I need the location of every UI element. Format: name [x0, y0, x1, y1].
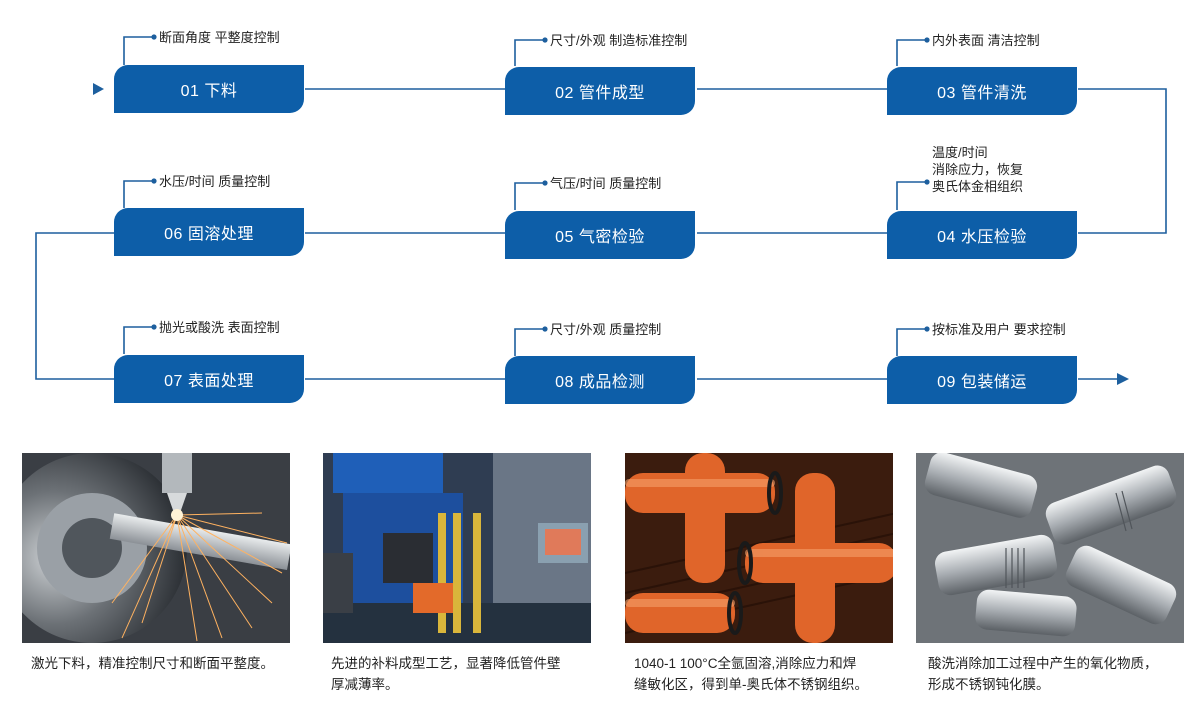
caption-forming: 先进的补料成型工艺，显著降低管件壁 厚减薄率。	[331, 653, 616, 695]
step-03-note: 内外表面 清洁控制	[932, 33, 1040, 48]
note-line: 奥氏体金相组织	[932, 179, 1024, 194]
caption-line: 酸洗消除加工过程中产生的氧化物质，	[928, 656, 1158, 671]
step-05-note: 气压/时间 质量控制	[550, 176, 662, 191]
step-label: 05 气密检验	[555, 229, 645, 246]
flow-connectors	[35, 34, 1167, 385]
step-label: 06 固溶处理	[164, 226, 254, 243]
caption-line: 先进的补料成型工艺，显著降低管件壁	[331, 656, 561, 671]
step-label: 07 表面处理	[164, 373, 254, 390]
step-label: 09 包装储运	[937, 374, 1027, 391]
start-arrow-icon	[93, 83, 104, 95]
step-09-box: 09 包装储运	[887, 356, 1077, 404]
step-label: 01 下料	[180, 83, 238, 100]
step-06-box: 06 固溶处理	[114, 208, 304, 256]
laser-cutting-photo	[22, 453, 290, 643]
caption-line: 1040-1 100°C全氩固溶,消除应力和焊	[634, 656, 857, 671]
caption-line: 缝敏化区，得到单-奥氏体不锈钢组织。	[634, 677, 868, 692]
step-07-note: 抛光或酸洗 表面控制	[159, 320, 280, 335]
step-label: 03 管件清洗	[937, 85, 1027, 102]
copper-fittings-photo	[625, 453, 893, 643]
step-05-box: 05 气密检验	[505, 211, 695, 259]
step-04-note: 温度/时间 消除应力，恢复 奥氏体金相组织	[932, 144, 1023, 195]
caption-line: 形成不锈钢钝化膜。	[928, 677, 1050, 692]
step-06-note: 水压/时间 质量控制	[159, 174, 271, 189]
note-line: 消除应力，恢复	[932, 162, 1024, 177]
caption-laser-cutting: 激光下料，精准控制尺寸和断面平整度。	[31, 653, 316, 674]
step-09-note: 按标准及用户 要求控制	[932, 322, 1066, 337]
caption-pickling: 酸洗消除加工过程中产生的氧化物质， 形成不锈钢钝化膜。	[928, 653, 1200, 695]
stainless-fittings-photo	[916, 453, 1184, 643]
step-07-box: 07 表面处理	[114, 355, 304, 403]
step-04-box: 04 水压检验	[887, 211, 1077, 259]
step-08-note: 尺寸/外观 质量控制	[550, 322, 662, 337]
step-label: 08 成品检测	[555, 374, 645, 391]
end-arrow-icon	[1117, 373, 1129, 385]
caption-solution-treatment: 1040-1 100°C全氩固溶,消除应力和焊 缝敏化区，得到单-奥氏体不锈钢组…	[634, 653, 919, 695]
step-02-box: 02 管件成型	[505, 67, 695, 115]
step-label: 02 管件成型	[555, 85, 645, 102]
step-02-note: 尺寸/外观 制造标准控制	[550, 33, 688, 48]
step-label: 04 水压检验	[937, 229, 1027, 246]
step-08-box: 08 成品检测	[505, 356, 695, 404]
caption-line: 厚减薄率。	[331, 677, 399, 692]
caption-line: 激光下料，精准控制尺寸和断面平整度。	[31, 656, 274, 671]
step-03-box: 03 管件清洗	[887, 67, 1077, 115]
note-line: 温度/时间	[932, 145, 988, 160]
step-01-note: 断面角度 平整度控制	[159, 30, 280, 45]
forming-machine-photo	[323, 453, 591, 643]
step-01-box: 01 下料	[114, 65, 304, 113]
